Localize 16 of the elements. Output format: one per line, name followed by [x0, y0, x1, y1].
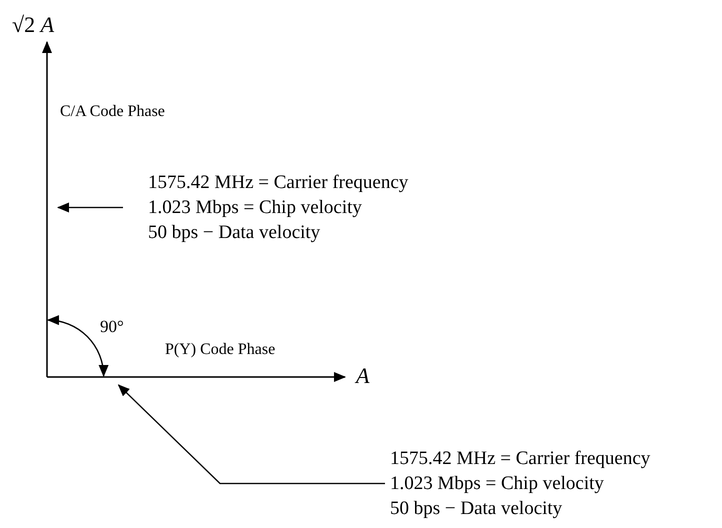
axis-label: C/A Code Phase — [60, 104, 165, 120]
spec-line: 1.023 Mbps = Chip velocity — [390, 472, 604, 496]
angle-label: 90° — [100, 318, 124, 335]
spec-line: 1.023 Mbps = Chip velocity — [148, 196, 362, 220]
spec-line: 50 bps − Data velocity — [390, 497, 562, 521]
vector-magnitude-label: A — [356, 365, 370, 387]
spec-line: 1575.42 MHz = Carrier frequency — [148, 171, 408, 195]
spec-line: 50 bps − Data velocity — [148, 221, 320, 245]
angle-arc — [47, 316, 108, 377]
leader-arrow — [57, 202, 123, 212]
vertical-vector-arrow — [42, 41, 52, 377]
axis-label: P(Y) Code Phase — [165, 342, 276, 358]
vector-magnitude-label: √2 A — [12, 14, 54, 36]
horizontal-vector-arrow — [47, 372, 346, 382]
leader-arrow — [118, 384, 385, 484]
spec-line: 1575.42 MHz = Carrier frequency — [390, 447, 650, 471]
